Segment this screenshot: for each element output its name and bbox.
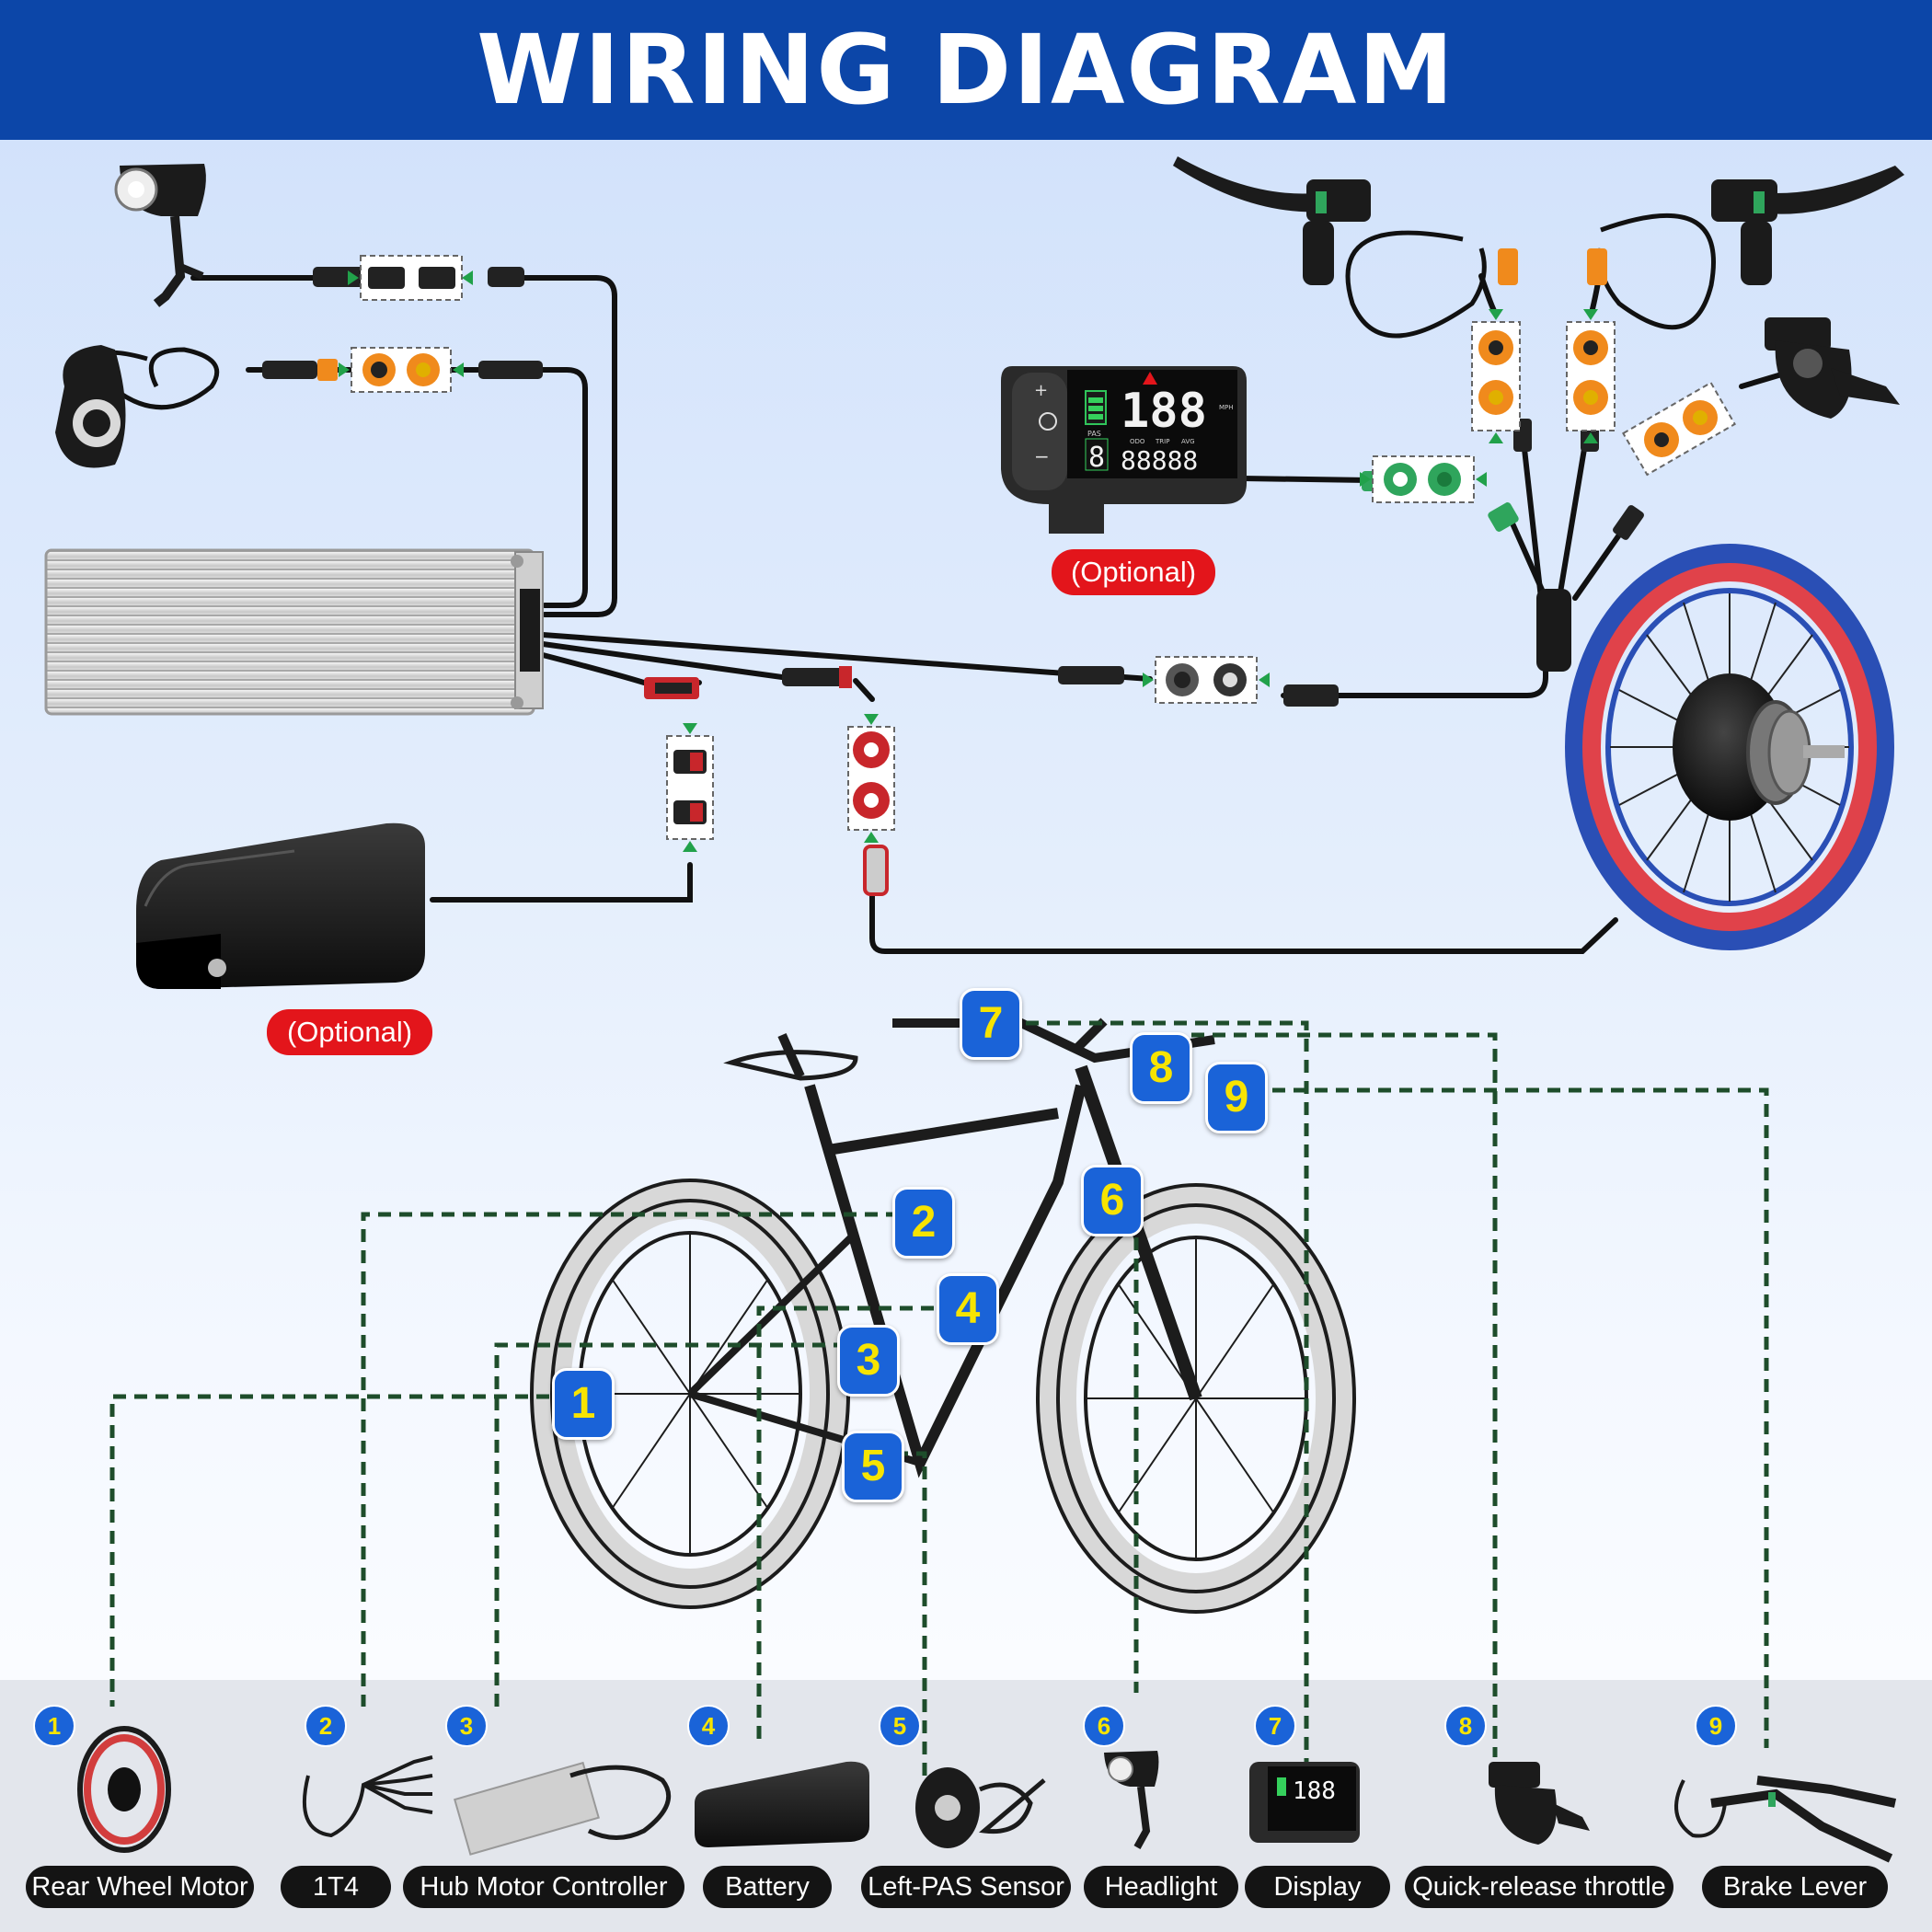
- svg-text:MPH: MPH: [1219, 404, 1234, 411]
- legend-num-2: 2: [305, 1705, 347, 1747]
- connection-arrows: [339, 270, 1598, 852]
- legend-num-8: 8: [1444, 1705, 1487, 1747]
- svg-text:+: +: [1034, 381, 1048, 400]
- wheel-motor-icon: [1565, 544, 1894, 950]
- legend-controller-icon: [454, 1761, 672, 1856]
- svg-text:188: 188: [1293, 1777, 1336, 1805]
- svg-text:−: −: [1034, 445, 1050, 467]
- marker-controller: 3: [837, 1325, 900, 1397]
- display-pas: 8: [1088, 442, 1105, 474]
- legend-num-1: 1: [33, 1705, 75, 1747]
- legend-pas-sensor-icon: [915, 1767, 1046, 1848]
- legend-wheel-motor-icon: [77, 1726, 171, 1853]
- legend-brake-lever-icon: [1674, 1776, 1897, 1863]
- legend-label-headlight: Headlight: [1084, 1866, 1238, 1908]
- legend-label-battery: Battery: [703, 1866, 832, 1908]
- legend-headlight-icon: [1104, 1751, 1159, 1849]
- legend-num-5: 5: [879, 1705, 921, 1747]
- marker-1t4: 2: [892, 1187, 955, 1259]
- throttle-icon: [1765, 317, 1900, 419]
- legend-label-display: Display: [1245, 1866, 1390, 1908]
- legend-num-7: 7: [1254, 1705, 1296, 1747]
- legend-cable-splitter-icon: [302, 1755, 433, 1838]
- legend-label-rear-wheel-motor: Rear Wheel Motor: [26, 1866, 254, 1908]
- 1t4-hub: [1536, 589, 1571, 672]
- pas-sensor-icon: [55, 345, 126, 468]
- brake-lever-icon: [1173, 156, 1904, 285]
- legend-label-brake-lever: Brake Lever: [1702, 1866, 1888, 1908]
- display-label-trip: TRIP: [1155, 438, 1169, 445]
- marker-headlight: 6: [1081, 1165, 1144, 1236]
- legend-icons: 188: [77, 1726, 1897, 1863]
- page-title: WIRING DIAGRAM: [477, 14, 1455, 126]
- legend-num-4: 4: [687, 1705, 730, 1747]
- legend-display-icon: 188: [1249, 1762, 1360, 1843]
- legend-label-1t4: 1T4: [281, 1866, 391, 1908]
- legend-label-hub-motor-controller: Hub Motor Controller: [403, 1866, 684, 1908]
- display-label-odo: ODO: [1130, 438, 1145, 445]
- legend-battery-icon: [695, 1761, 869, 1847]
- legend-num-9: 9: [1695, 1705, 1737, 1747]
- header-bar: [0, 0, 1932, 140]
- legend-label-left-pas-sensor: Left-PAS Sensor: [861, 1866, 1071, 1908]
- legend-label-quick-release-throttle: Quick-release throttle: [1405, 1866, 1673, 1908]
- marker-battery: 4: [937, 1273, 999, 1345]
- display-speed: 188: [1121, 384, 1207, 439]
- headlight-icon: [114, 164, 206, 307]
- controller-icon: [44, 548, 544, 716]
- leader-lines: [109, 1020, 1769, 1785]
- battery-icon: [136, 822, 425, 989]
- display-pas-label: PAS: [1087, 430, 1101, 438]
- optional-battery-badge: (Optional): [267, 1009, 432, 1055]
- display-label-avg: AVG: [1181, 438, 1195, 445]
- marker-brake-lever: 9: [1205, 1062, 1268, 1133]
- marker-throttle: 8: [1130, 1032, 1192, 1104]
- marker-pas-sensor: 5: [842, 1431, 904, 1502]
- display-odometer: 88888: [1121, 445, 1198, 476]
- connector-faces: [362, 267, 1718, 824]
- legend-num-3: 3: [445, 1705, 488, 1747]
- display-icon: + − 188 MPH PAS 8 ODO TRIP AVG 88888: [1001, 366, 1247, 534]
- marker-display: 7: [960, 988, 1022, 1060]
- connector-boxes: [351, 255, 1736, 840]
- optional-display-badge: (Optional): [1052, 549, 1215, 595]
- legend-throttle-icon: [1489, 1762, 1590, 1845]
- brake-cables: [95, 213, 1716, 410]
- legend-num-6: 6: [1083, 1705, 1125, 1747]
- marker-rear-wheel-motor: 1: [552, 1368, 615, 1440]
